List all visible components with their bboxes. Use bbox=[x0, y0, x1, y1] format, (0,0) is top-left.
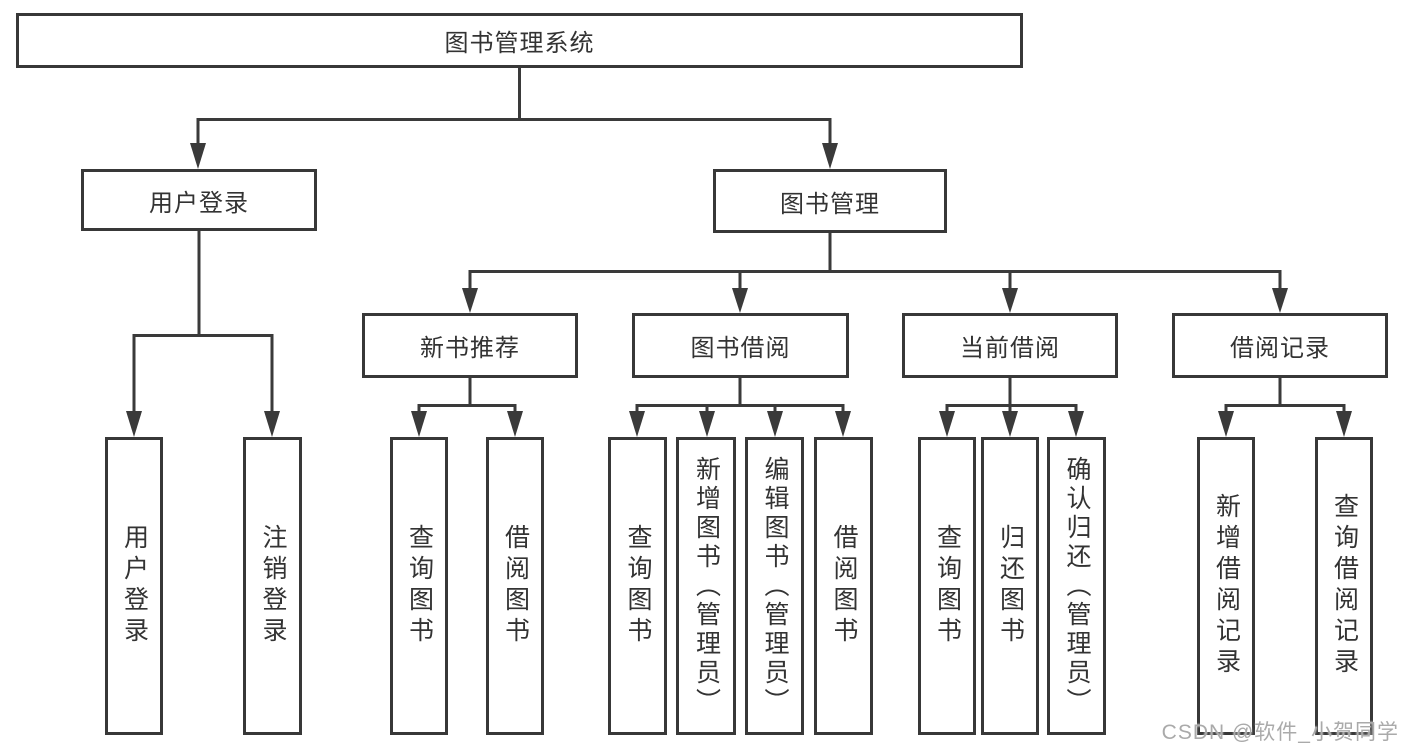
arrow-head-icon bbox=[835, 411, 851, 437]
node-logout-leaf: 注销登录 bbox=[243, 437, 302, 735]
connector-book-mgmt-to-level3 bbox=[468, 233, 1282, 291]
connector-borrow-record-to-children bbox=[1224, 378, 1346, 414]
arrow-head-icon bbox=[767, 411, 783, 437]
node-borrowing-records: 借阅记录 bbox=[1172, 313, 1388, 378]
arrow-head-icon bbox=[629, 411, 645, 437]
node-query-books: 查询图书 bbox=[390, 437, 448, 735]
arrow-head-icon bbox=[822, 143, 838, 169]
node-book-borrowing: 图书借阅 bbox=[632, 313, 849, 378]
arrow-head-icon bbox=[507, 411, 523, 437]
arrow-head-icon bbox=[1068, 411, 1084, 437]
node-return-books: 归还图书 bbox=[981, 437, 1039, 735]
connector-root-to-level2 bbox=[196, 68, 832, 146]
node-user-login-leaf: 用户登录 bbox=[105, 437, 163, 735]
connector-book-borrow-to-children bbox=[635, 378, 845, 414]
arrow-head-icon bbox=[1336, 411, 1352, 437]
arrow-head-icon bbox=[411, 411, 427, 437]
node-library-management-system: 图书管理系统 bbox=[16, 13, 1023, 68]
arrow-head-icon bbox=[1002, 411, 1018, 437]
node-query-books: 查询图书 bbox=[608, 437, 667, 735]
node-user-login: 用户登录 bbox=[81, 169, 317, 231]
node-confirm-return-admin: 确认归还（管理员） bbox=[1047, 437, 1106, 735]
arrow-head-icon bbox=[939, 411, 955, 437]
node-add-book-admin: 新增图书（管理员） bbox=[676, 437, 736, 735]
node-borrow-books: 借阅图书 bbox=[486, 437, 544, 735]
arrow-head-icon bbox=[699, 411, 715, 437]
node-new-book-recommendation: 新书推荐 bbox=[362, 313, 578, 378]
arrow-head-icon bbox=[1002, 288, 1018, 313]
arrow-head-icon bbox=[264, 411, 280, 437]
connector-user-login-to-children bbox=[132, 231, 274, 414]
arrow-head-icon bbox=[1272, 288, 1288, 313]
node-add-borrow-record: 新增借阅记录 bbox=[1197, 437, 1255, 735]
node-query-borrow-record: 查询借阅记录 bbox=[1315, 437, 1373, 735]
node-book-management: 图书管理 bbox=[713, 169, 947, 233]
node-borrow-books: 借阅图书 bbox=[814, 437, 873, 735]
arrow-head-icon bbox=[732, 288, 748, 313]
watermark: CSDN @软件_小贺同学 bbox=[1161, 721, 1399, 744]
connector-new-book-to-children bbox=[417, 378, 517, 414]
arrow-head-icon bbox=[126, 411, 142, 437]
connector-current-borrow-to-children bbox=[945, 378, 1078, 414]
arrow-head-icon bbox=[190, 143, 206, 169]
node-edit-book-admin: 编辑图书（管理员） bbox=[745, 437, 804, 735]
arrow-head-icon bbox=[462, 288, 478, 313]
node-current-borrowing: 当前借阅 bbox=[902, 313, 1118, 378]
arrow-head-icon bbox=[1218, 411, 1234, 437]
node-query-books: 查询图书 bbox=[918, 437, 976, 735]
